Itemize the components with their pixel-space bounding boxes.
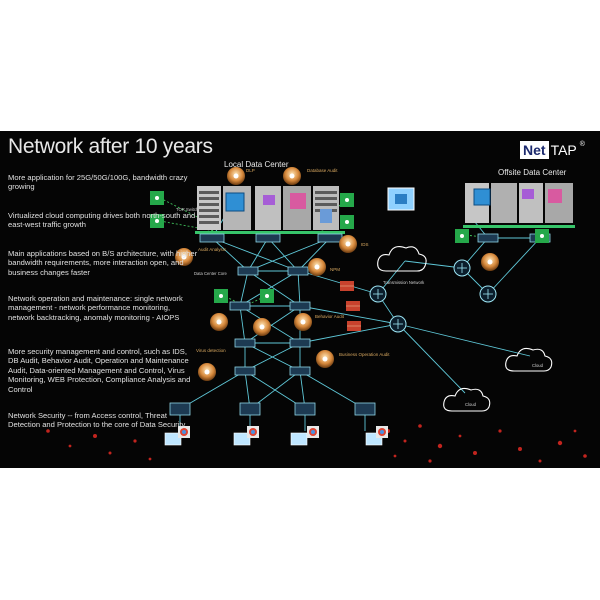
label-dc-core: Data Center Core [194, 271, 227, 276]
particle-decoration [46, 424, 587, 463]
clouds [377, 246, 553, 412]
bullet-5: More security management and control, su… [8, 347, 191, 394]
slide-title: Network after 10 years [8, 135, 213, 158]
offsite-data-center-label: Offsite Data Center [498, 168, 567, 177]
label-tor: TOR Switch [176, 207, 199, 212]
network-diagram: DLP Database Audit Audit Analysis IDS NP… [46, 167, 587, 463]
label-bom: Business Operation Audit [339, 352, 390, 357]
slide: DLP Database Audit Audit Analysis IDS NP… [0, 131, 600, 468]
offsite-server-racks [463, 183, 575, 228]
label-npm: NPM [330, 267, 340, 272]
label-db-audit: Database Audit [307, 168, 338, 173]
firewall-icons [340, 281, 361, 331]
label-transmission: Transmission Network [383, 280, 425, 285]
label-dlp: DLP [246, 168, 255, 173]
label-cloud-2: Cloud [465, 402, 477, 407]
logo-net: Net [520, 141, 549, 159]
router-arrows [373, 263, 493, 329]
local-data-center-label: Local Data Center [224, 160, 289, 169]
bullet-2: Virtualized cloud computing drives both … [8, 211, 196, 230]
logo-tap: TAP [550, 142, 577, 158]
label-behavior-audit: Behavior Audit [315, 314, 345, 319]
bullet-4: Network operation and maintenance: singl… [8, 294, 183, 322]
switches [169, 233, 551, 416]
bullet-6: Network Security -- from Access control,… [8, 411, 186, 430]
client-computers [164, 426, 388, 446]
probe-icons [175, 167, 499, 381]
label-audit-analysis: Audit Analysis [198, 247, 227, 252]
label-virus: Virus detection [196, 348, 226, 353]
logo-registered: ® [579, 141, 585, 148]
bullet-3: Main applications based on B/S architect… [8, 249, 198, 277]
tap-device-icons [150, 191, 549, 303]
local-server-racks [195, 186, 345, 234]
label-cloud-1: Cloud [532, 363, 544, 368]
virtual-machine-icon [387, 187, 415, 211]
bullet-1: More application for 25G/50G/100G, bandw… [8, 173, 188, 192]
label-ids: IDS [361, 242, 369, 247]
nettap-logo: Net TAP ® [520, 141, 585, 159]
